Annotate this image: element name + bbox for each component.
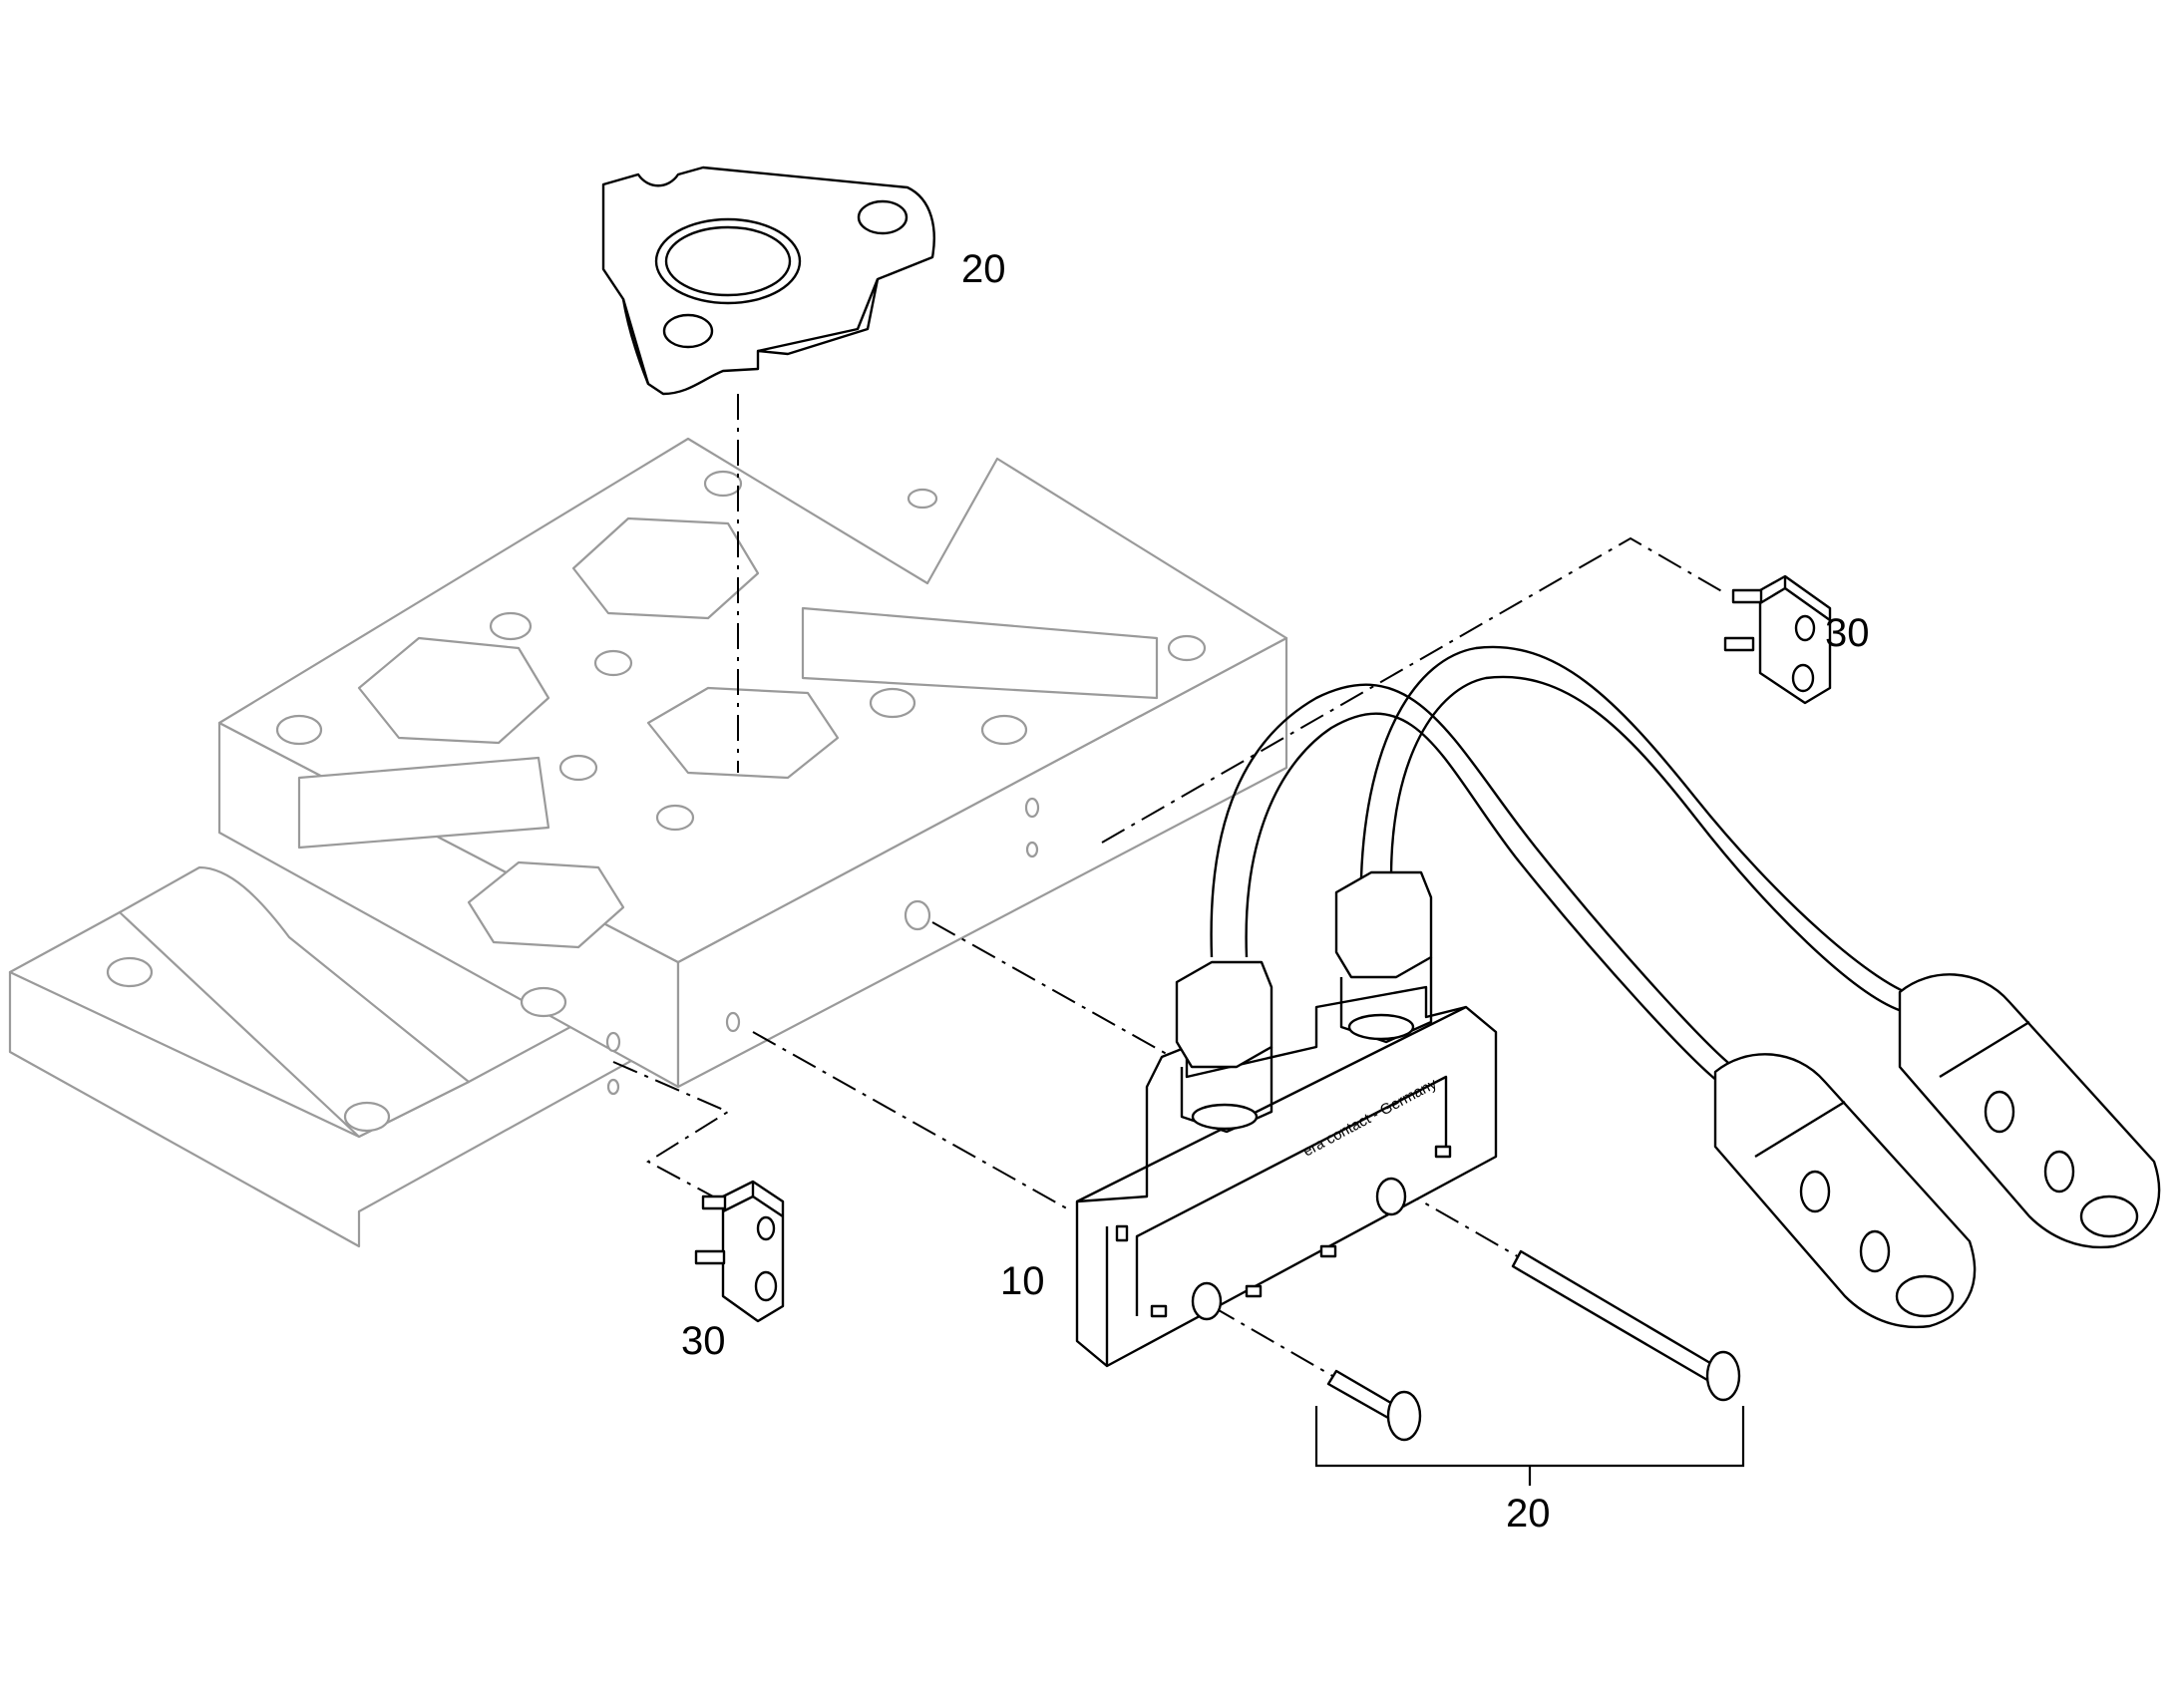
plug-connector-left xyxy=(1713,1053,1977,1329)
y-distributor-connector: era contact - Germany xyxy=(1075,870,1498,1368)
bolt-hole xyxy=(980,714,1028,746)
side-hole xyxy=(1025,841,1039,858)
gasket-hole xyxy=(857,199,908,235)
manifold-saddle-right xyxy=(801,606,1159,700)
callout-terminal-block-top: 30 xyxy=(1825,611,1870,655)
connector-screw-hole xyxy=(1375,1177,1407,1216)
bolt-hole xyxy=(1167,634,1207,662)
manifold-pocket-4 xyxy=(467,860,625,949)
cable-gland-left xyxy=(1175,960,1273,1069)
bolt-hole xyxy=(907,488,938,510)
plug-connector-right xyxy=(1898,973,2161,1249)
manifold-pocket-1 xyxy=(357,636,550,745)
mounting-slot xyxy=(1434,1145,1452,1159)
mounting-slot xyxy=(1115,1224,1129,1242)
connector-screw-hole xyxy=(1191,1281,1223,1321)
manifold-pocket-3 xyxy=(646,686,840,780)
gasket-center-bore xyxy=(654,217,802,305)
mounting-slot xyxy=(1150,1304,1168,1318)
callout-gasket: 20 xyxy=(961,247,1006,291)
assembly-lines xyxy=(612,394,1726,1382)
bolt-hole xyxy=(655,804,695,832)
plug-pins xyxy=(2079,1195,2139,1238)
gasket-hole xyxy=(662,313,714,349)
bolt-hole xyxy=(106,956,154,988)
bolt-hole xyxy=(489,611,533,641)
bolt-hole xyxy=(558,754,598,782)
callout-terminal-block-bottom: 30 xyxy=(681,1319,726,1363)
manifold-pocket-2 xyxy=(571,516,760,620)
manifold-step-pad-left xyxy=(118,865,471,1139)
terminal-block-bottom xyxy=(694,1180,785,1323)
bolt-hole xyxy=(275,714,323,746)
side-hole xyxy=(904,899,931,931)
mounting-slot xyxy=(1319,1244,1337,1258)
bolt-hole xyxy=(520,986,567,1018)
side-hole xyxy=(725,1011,741,1033)
cable-gland-right xyxy=(1334,870,1433,979)
mounting-slot xyxy=(1245,1284,1263,1298)
side-hole xyxy=(1024,797,1040,819)
bolt-hole xyxy=(593,649,633,677)
screw-short xyxy=(1326,1369,1422,1442)
plug-pins xyxy=(1895,1274,1955,1318)
manifold-saddle xyxy=(297,756,550,850)
bolt-hole xyxy=(343,1101,391,1133)
side-hole xyxy=(605,1031,621,1053)
screws-group-bracket xyxy=(1314,1406,1745,1486)
callout-screws: 20 xyxy=(1506,1492,1551,1536)
bolt-hole xyxy=(703,470,743,498)
manifold-block-outline xyxy=(8,437,1288,1248)
gasket-plate xyxy=(601,166,935,396)
terminal-block-top xyxy=(1723,574,1832,705)
connector-housing xyxy=(1075,985,1498,1368)
screw-long xyxy=(1511,1249,1741,1402)
bolt-hole xyxy=(869,687,916,719)
side-hole xyxy=(606,1078,620,1096)
callout-connector: 10 xyxy=(1000,1259,1045,1303)
cables xyxy=(1210,645,1921,1088)
